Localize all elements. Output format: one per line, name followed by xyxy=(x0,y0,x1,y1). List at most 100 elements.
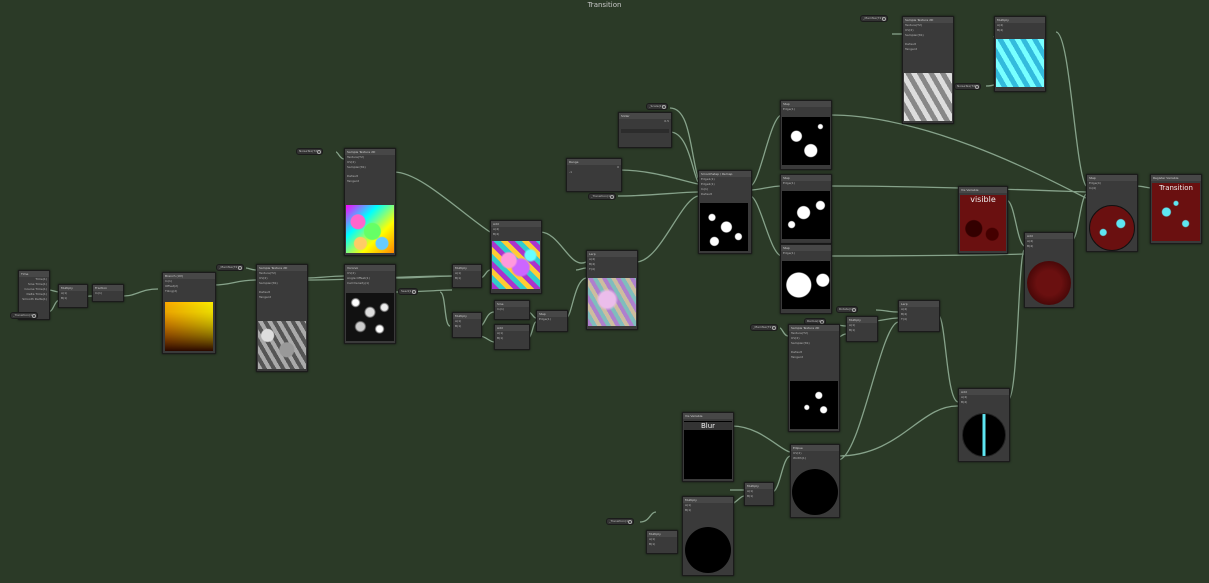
sample-texture-mid-node[interactable]: Sample Texture 2D Texture(T2) UV(2) Samp… xyxy=(788,324,840,432)
multiply-circle-port-a[interactable]: A(1) xyxy=(685,503,692,507)
branch-uv-node[interactable]: Branch (UV) In(1) Offset(2) Tiling(2) xyxy=(162,272,216,354)
multiply-low-node[interactable]: Multiply A(1) B(1) xyxy=(744,482,774,506)
lerp-port-a[interactable]: A(4) xyxy=(589,257,596,261)
stm-sampler-port[interactable]: Sampler(SS) xyxy=(791,341,810,345)
step-small-node[interactable]: Step Edge(1) xyxy=(536,310,568,332)
register-variable-node[interactable]: Register Variable Transition xyxy=(1150,174,1202,244)
branch-port-offset[interactable]: Offset(2) xyxy=(165,284,179,288)
slider-node[interactable]: Slider 0.5 0 xyxy=(618,112,672,148)
add-small-node[interactable]: Add A(1) B(1) xyxy=(494,324,530,350)
lerp2-port-t[interactable]: T(4) xyxy=(901,317,908,321)
str-texture-port[interactable]: Texture(T2) xyxy=(905,23,923,27)
time-port[interactable]: Time(1) xyxy=(35,277,47,281)
multiply-a-port-a[interactable]: A(1) xyxy=(61,291,68,295)
multiply-mid-port-b[interactable]: B(1) xyxy=(849,328,856,332)
step-out-node[interactable]: Step Edge(4) In(4) xyxy=(1086,174,1138,252)
multiply-bottom-port-a[interactable]: A(1) xyxy=(649,537,656,541)
lerp2-node[interactable]: Lerp A(4) B(4) T(4) xyxy=(898,300,940,332)
voronoi-density-port[interactable]: Cell Density(1) xyxy=(347,281,370,285)
str-space-dropdown[interactable]: Tangent xyxy=(905,47,917,51)
voronoi-angle-port[interactable]: Angle Offset(1) xyxy=(347,276,370,280)
lerp-port-t[interactable]: T(4) xyxy=(589,267,596,271)
stm-space-dropdown[interactable]: Tangent xyxy=(791,355,803,359)
add-circle-port-a[interactable]: A(4) xyxy=(961,395,968,399)
sample-texture-top-node[interactable]: Sample Texture 2D Texture(T2) UV(2) Samp… xyxy=(344,148,396,256)
multiply-low-port-a[interactable]: A(1) xyxy=(747,489,754,493)
noise-tex-property-2[interactable]: NoiseTex(T2) xyxy=(954,83,982,90)
step-node-2[interactable]: Step Edge(1) xyxy=(780,174,832,244)
visible-variable-node[interactable]: Vis Variable visible xyxy=(958,186,1008,254)
fraction-node[interactable]: Fraction In(1) xyxy=(92,284,124,302)
step-node-1[interactable]: Step Edge(1) xyxy=(780,100,832,170)
scale-property[interactable]: _Scale(1) xyxy=(646,103,668,110)
sample-texture-right-node[interactable]: Sample Texture 2D Texture(T2) UV(2) Samp… xyxy=(902,16,954,124)
multiply-b-port-a[interactable]: A(1) xyxy=(455,271,462,275)
step-out-port-in[interactable]: In(4) xyxy=(1089,186,1097,190)
add-node[interactable]: Add A(4) B(4) xyxy=(490,220,542,294)
stl-space-dropdown[interactable]: Tangent xyxy=(259,295,271,299)
smooth-delta-port[interactable]: Smooth Delta(1) xyxy=(22,297,47,301)
ellipse-port-uv[interactable]: UV(2) xyxy=(793,451,802,455)
stt-type-dropdown[interactable]: Default xyxy=(347,174,358,178)
multiply-c-port-a[interactable]: A(1) xyxy=(455,319,462,323)
lerp2-port-b[interactable]: B(4) xyxy=(901,312,908,316)
lerp2-port-a[interactable]: A(4) xyxy=(901,307,908,311)
seed-property[interactable]: Seed(1) xyxy=(398,288,418,295)
multiply-c-port-b[interactable]: B(1) xyxy=(455,324,462,328)
multiply-low-port-b[interactable]: B(1) xyxy=(747,494,754,498)
sine-node[interactable]: Sine In(1) xyxy=(494,300,530,320)
multiply-node-c[interactable]: Multiply A(1) B(1) xyxy=(452,312,482,338)
sine-time-port[interactable]: Sine Time(1) xyxy=(27,282,47,286)
multiply-top-port-b[interactable]: B(4) xyxy=(997,28,1004,32)
stl-type-dropdown[interactable]: Default xyxy=(259,290,270,294)
step2-port-edge[interactable]: Edge(1) xyxy=(783,181,795,185)
step-small-port-edge[interactable]: Edge(1) xyxy=(539,317,551,321)
add-port-b[interactable]: B(4) xyxy=(493,232,500,236)
ellipse-port-width[interactable]: Width(1) xyxy=(793,456,806,460)
rotate-property[interactable]: Rotate(1) xyxy=(836,306,859,313)
remap-node[interactable]: Smoothstep / Remap Edge1(1) Edge2(1) In(… xyxy=(698,170,752,254)
main-tex-property-3[interactable]: _MainTex(T2) xyxy=(750,324,778,331)
str-type-dropdown[interactable]: Default xyxy=(905,42,916,46)
multiply-mid-node[interactable]: Multiply A(1) B(1) xyxy=(846,316,878,342)
multiply-mid-port-a[interactable]: A(1) xyxy=(849,323,856,327)
slider-value[interactable]: 0.5 xyxy=(664,119,669,123)
sine-port-in[interactable]: In(1) xyxy=(497,307,505,311)
remap-port-in[interactable]: In(1) xyxy=(701,187,709,191)
step3-port-edge[interactable]: Edge(1) xyxy=(783,251,795,255)
multiply-node-a[interactable]: Multiply A(1) B(1) xyxy=(58,284,88,308)
blur-variable-node[interactable]: Vis Variable Blur xyxy=(682,412,734,482)
fraction-port-in[interactable]: In(1) xyxy=(95,291,103,295)
add-right-port-b[interactable]: B(4) xyxy=(1027,244,1034,248)
add-right-node[interactable]: Add A(4) B(4) xyxy=(1024,232,1074,308)
multiply-circle-node[interactable]: Multiply A(1) B(1) xyxy=(682,496,734,576)
multiply-b-port-b[interactable]: B(1) xyxy=(455,276,462,280)
range-min[interactable]: -1 xyxy=(569,170,572,174)
stm-uv-port[interactable]: UV(2) xyxy=(791,336,800,340)
stt-texture-port[interactable]: Texture(T2) xyxy=(347,155,365,159)
add-port-a[interactable]: A(4) xyxy=(493,227,500,231)
str-uv-port[interactable]: UV(2) xyxy=(905,28,914,32)
add-small-port-a[interactable]: A(1) xyxy=(497,331,504,335)
multiply-top-node[interactable]: Multiply A(4) B(4) xyxy=(994,16,1046,92)
add-circle-port-b[interactable]: B(4) xyxy=(961,400,968,404)
cosine-time-port[interactable]: Cosine Time(1) xyxy=(24,287,47,291)
main-tex-property-1[interactable]: _MainTex(T2) xyxy=(216,264,244,271)
stt-sampler-port[interactable]: Sampler(SS) xyxy=(347,165,366,169)
multiply-bottom-port-b[interactable]: B(1) xyxy=(649,542,656,546)
stt-space-dropdown[interactable]: Tangent xyxy=(347,179,359,183)
remap-port-edge1[interactable]: Edge1(1) xyxy=(701,177,715,181)
stt-uv-port[interactable]: UV(2) xyxy=(347,160,356,164)
delta-time-port[interactable]: Delta Time(1) xyxy=(26,292,47,296)
stl-uv-port[interactable]: UV(2) xyxy=(259,276,268,280)
voronoi-uv-port[interactable]: UV(2) xyxy=(347,271,356,275)
noise-tex-property[interactable]: NoiseTex(T2) xyxy=(296,148,324,155)
multiply-a-port-b[interactable]: B(1) xyxy=(61,296,68,300)
branch-port-tiling[interactable]: Tiling(2) xyxy=(165,289,178,293)
multiply-top-port-a[interactable]: A(4) xyxy=(997,23,1004,27)
stl-sampler-port[interactable]: Sampler(SS) xyxy=(259,281,278,285)
remap-port-edge2[interactable]: Edge2(1) xyxy=(701,182,715,186)
add-small-port-b[interactable]: B(1) xyxy=(497,336,504,340)
stm-type-dropdown[interactable]: Default xyxy=(791,350,802,354)
